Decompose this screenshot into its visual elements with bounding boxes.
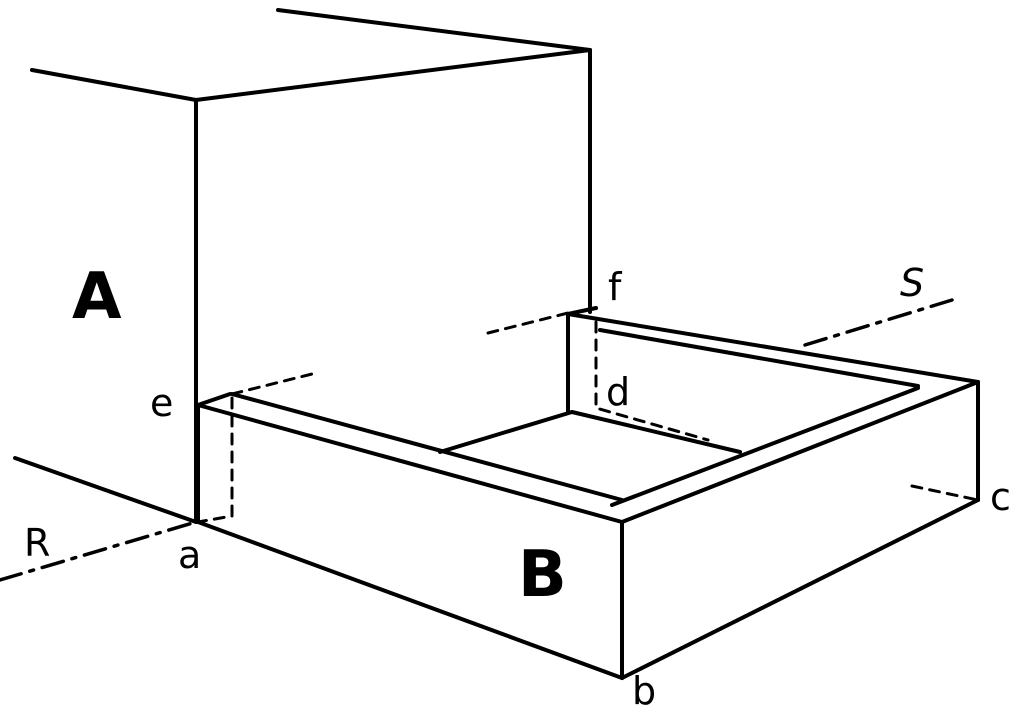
label-axis-s: S [900, 261, 924, 305]
block-a-top-back-edge [276, 8, 592, 52]
label-point-e: e [150, 381, 173, 425]
axis-lines [0, 298, 954, 582]
label-point-d: d [606, 370, 630, 414]
rim-right-inner-edge [610, 386, 920, 507]
label-b-block: B [518, 538, 567, 612]
label-point-b: b [632, 669, 656, 710]
hidden-left-inner [196, 396, 234, 524]
labels: A B e f d c b a R S [24, 260, 1011, 710]
rim-back-outer-edge [566, 312, 980, 384]
axis-s-hidden-extension [486, 311, 570, 335]
floor-left-edge [438, 410, 574, 454]
label-point-c: c [990, 475, 1011, 519]
axis-r-line [0, 520, 198, 582]
floor-back-edge-visible [570, 410, 742, 454]
hidden-left-back [230, 372, 314, 396]
rim-right-outer-edge [620, 380, 980, 524]
base-right-edge [620, 498, 980, 680]
block-a-top-left-edge [30, 68, 198, 102]
rim-front-inner-edge [230, 392, 624, 502]
hidden-inner-corner-d [594, 320, 710, 442]
rim-back-inner-edge [598, 328, 920, 388]
label-point-a: a [178, 533, 201, 577]
block-b [196, 306, 980, 680]
rim-front-outer-edge [196, 403, 624, 524]
label-point-f: f [608, 265, 623, 309]
base-front-edge [196, 520, 624, 680]
rim-left-corner [196, 392, 232, 407]
axis-s-line [803, 298, 954, 347]
label-a-block: A [72, 260, 122, 334]
hidden-corner-c [910, 484, 980, 502]
block-a-top-front-edge [194, 48, 592, 102]
label-axis-r: R [24, 521, 50, 565]
rim-back-corner [566, 306, 598, 316]
block-a-ground-edge [13, 456, 198, 524]
